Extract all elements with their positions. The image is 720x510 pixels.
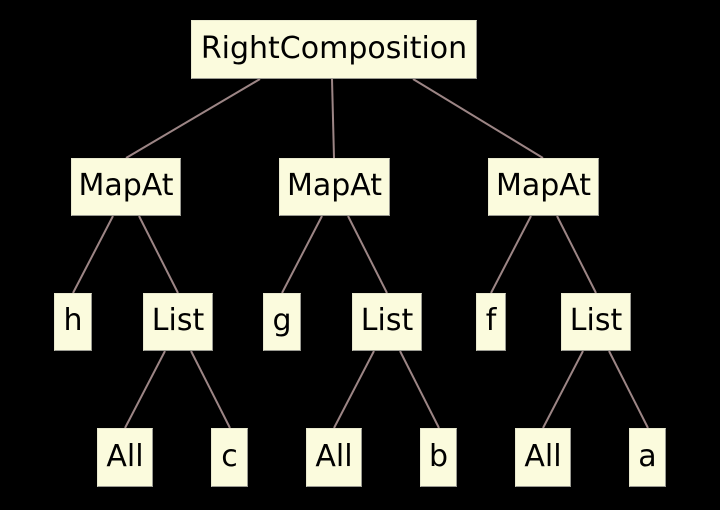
tree-node-label: List [569,303,623,338]
tree-edge [347,215,388,294]
tree-edge [124,350,166,429]
tree-edge [190,350,231,429]
tree-node-label: f [485,303,497,338]
tree-edge [281,215,323,294]
tree-node-mapat1[interactable]: MapAt [71,158,181,216]
tree-edge [399,350,440,429]
tree-node-label: c [221,438,238,474]
tree-node-label: a [638,438,657,474]
tree-node-label: MapAt [495,168,592,203]
tree-node-label: All [524,438,562,474]
tree-node-leaf_f[interactable]: f [476,293,506,351]
tree-node-list3[interactable]: List [561,293,631,351]
tree-node-all1[interactable]: All [97,428,153,487]
tree-edge [72,215,114,294]
tree-node-mapat2[interactable]: MapAt [279,158,390,216]
tree-edge [333,350,375,429]
tree-edge [490,215,532,294]
tree-node-root[interactable]: RightComposition [191,20,477,79]
tree-node-label: RightComposition [200,30,468,66]
tree-node-label: List [151,303,205,338]
tree-node-leaf_c[interactable]: c [211,428,248,487]
tree-node-label: All [106,438,144,474]
tree-edge [331,78,335,159]
tree-node-label: MapAt [78,168,174,203]
tree-node-label: h [63,303,83,338]
tree-node-leaf_h[interactable]: h [54,293,92,351]
tree-edge [556,215,597,294]
tree-node-list1[interactable]: List [143,293,213,351]
tree-node-leaf_a[interactable]: a [629,428,666,487]
tree-node-label: b [428,438,449,474]
tree-edge [608,350,649,429]
tree-edge [412,78,544,159]
tree-node-leaf_b[interactable]: b [420,428,457,487]
tree-node-label: All [315,438,353,474]
tree-node-label: MapAt [286,168,383,203]
tree-node-all3[interactable]: All [515,428,571,487]
tree-edge [125,78,261,159]
tree-edge [542,350,584,429]
tree-node-list2[interactable]: List [352,293,422,351]
tree-node-label: List [360,303,414,338]
tree-node-leaf_g[interactable]: g [263,293,301,351]
tree-node-mapat3[interactable]: MapAt [488,158,599,216]
tree-node-all2[interactable]: All [306,428,362,487]
tree-node-label: g [272,303,292,338]
tree-edge [138,215,179,294]
